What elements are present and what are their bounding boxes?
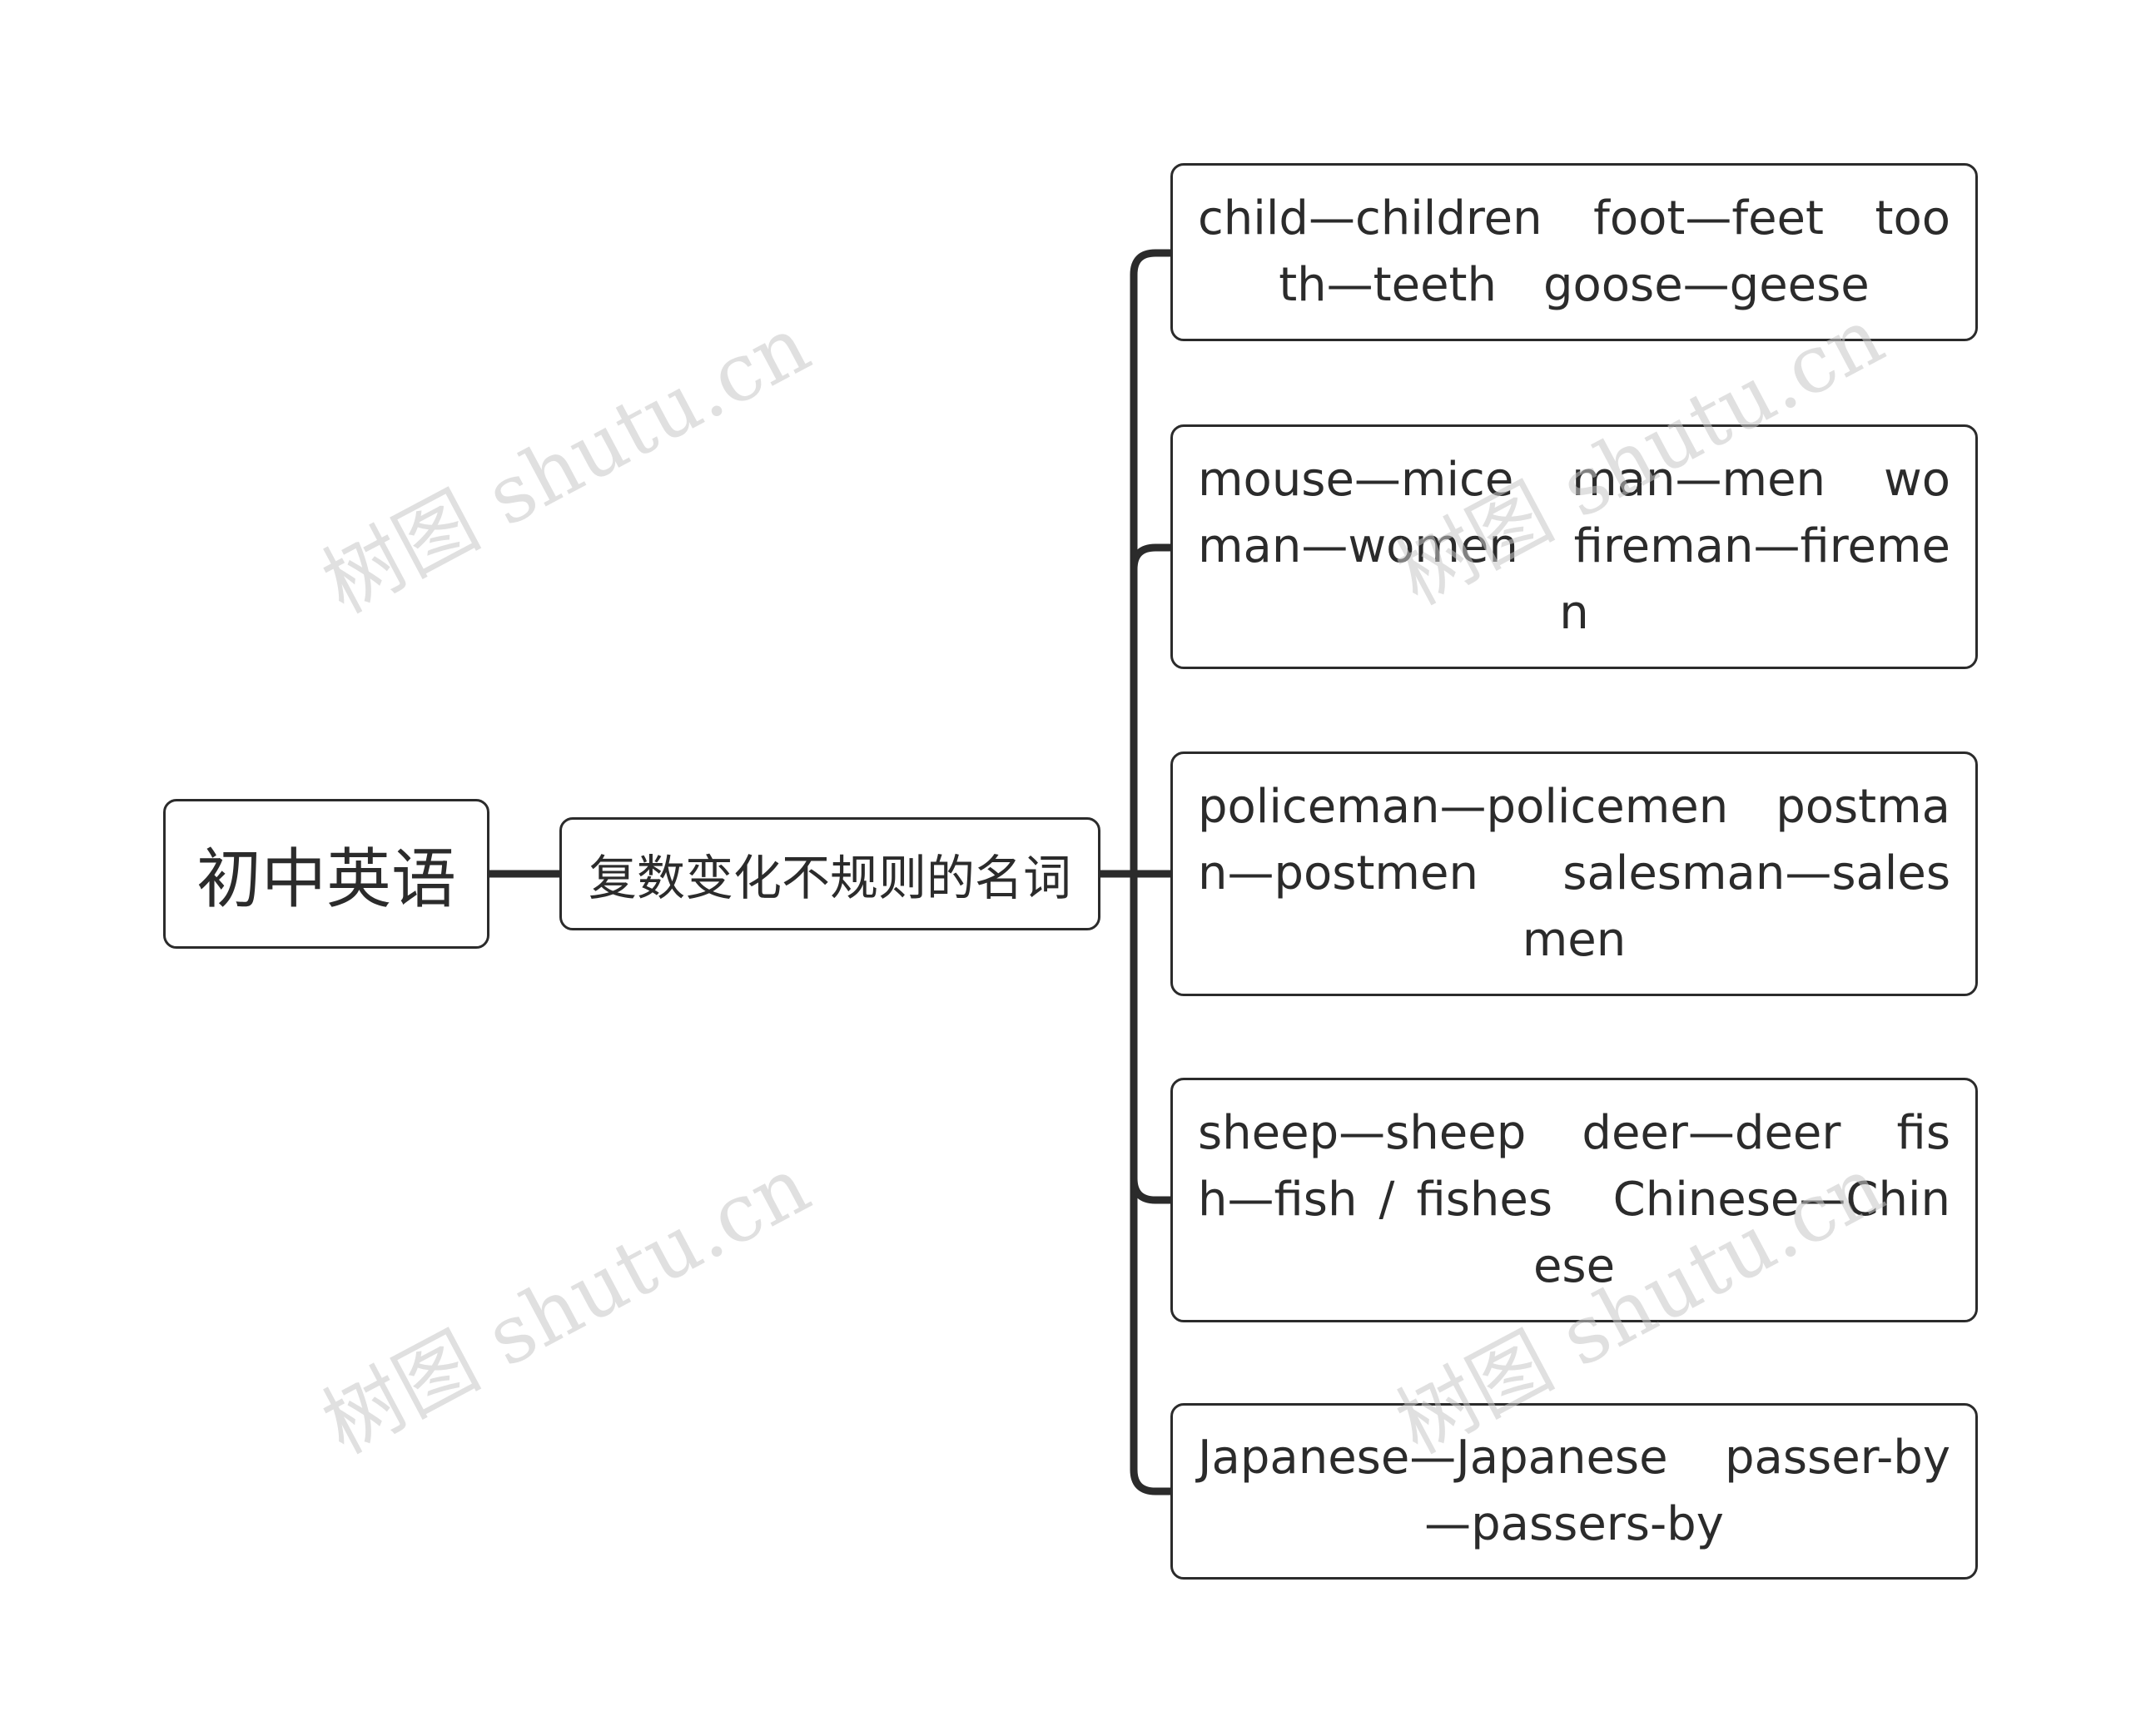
leaf-node-1[interactable]: child—children foot—feet tooth—teeth goo… xyxy=(1170,163,1978,341)
topic-node-label: 复数变化不规则的名词 xyxy=(588,850,1071,906)
leaf-node-2[interactable]: mouse—mice man—men woman—women fireman—f… xyxy=(1170,424,1978,669)
leaf-node-5[interactable]: Japanese—Japanese passer-by—passers-by xyxy=(1170,1403,1978,1580)
root-node[interactable]: 初中英语 xyxy=(163,799,489,949)
leaf-connector-4 xyxy=(1130,1178,1170,1204)
topic-node[interactable]: 复数变化不规则的名词 xyxy=(559,817,1100,930)
leaf-node-4[interactable]: sheep—sheep deer—deer fish—fish / fishes… xyxy=(1170,1078,1978,1322)
leaf-node-label: mouse—mice man—men woman—women fireman—f… xyxy=(1198,453,1950,640)
leaf-node-label: Japanese—Japanese passer-by—passers-by xyxy=(1198,1431,1950,1551)
leaf-node-3[interactable]: policeman—policemen postman—postmen sale… xyxy=(1170,751,1978,996)
leaf-connector-5 xyxy=(1130,1469,1170,1495)
leaf-node-label: policeman—policemen postman—postmen sale… xyxy=(1198,780,1950,967)
leaf-node-label: sheep—sheep deer—deer fish—fish / fishes… xyxy=(1198,1106,1950,1293)
root-node-label: 初中英语 xyxy=(196,842,456,917)
leaf-connector-2 xyxy=(1130,543,1170,570)
leaf-node-label: child—children foot—feet tooth—teeth goo… xyxy=(1198,191,1950,312)
leaf-connector-1 xyxy=(1130,249,1170,275)
